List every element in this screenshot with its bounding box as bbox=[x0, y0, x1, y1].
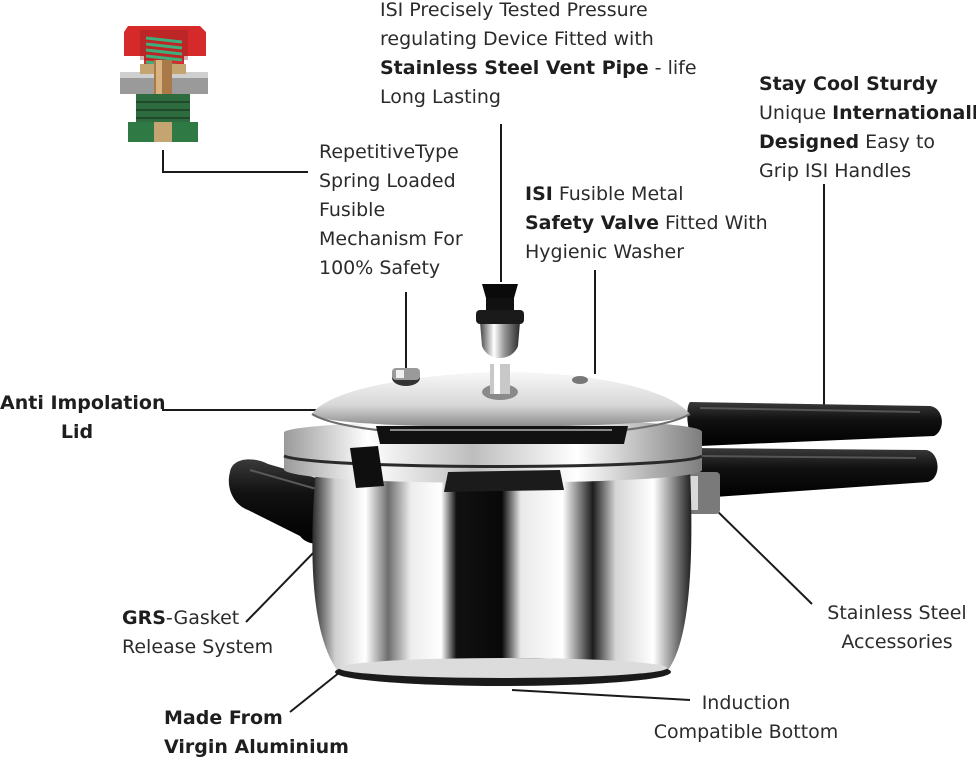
spring-line-2: Spring Loaded bbox=[319, 170, 456, 192]
accessories-line-2: Accessories bbox=[841, 631, 953, 653]
spring-line-3: Fusible bbox=[319, 199, 386, 221]
handles-line-3-rest: Easy to bbox=[859, 131, 936, 153]
pressure-device-line-3-bold: Stainless Steel Vent Pipe bbox=[380, 57, 649, 79]
safety-valve-line-1-bold: ISI bbox=[525, 183, 553, 205]
handles-line-2-pre: Unique bbox=[759, 102, 833, 124]
grs-line-1-rest: -Gasket bbox=[165, 607, 240, 629]
safety-valve-line-2-bold: Safety Valve bbox=[525, 212, 660, 234]
induction-line-1: Induction bbox=[701, 692, 791, 714]
handles-line-1-bold: Stay Cool Sturdy bbox=[759, 73, 938, 95]
pressure-device-line-4: Long Lasting bbox=[380, 86, 501, 108]
grs-line-1-bold: GRS bbox=[122, 607, 166, 629]
safety-valve-line-3: Hygienic Washer bbox=[525, 241, 685, 263]
spring-line-4: Mechanism For bbox=[319, 228, 463, 250]
accessories-line-1: Stainless Steel bbox=[827, 602, 967, 624]
safety-valve-line-1-rest: Fusible Metal bbox=[552, 183, 684, 205]
pressure-cooker-image bbox=[228, 284, 942, 686]
spring-line-1: RepetitiveType bbox=[319, 141, 459, 163]
grs-label: GRS-Gasket Release System bbox=[122, 604, 273, 662]
handles-line-4: Grip ISI Handles bbox=[759, 160, 912, 182]
spring-line-5: 100% Safety bbox=[319, 257, 441, 279]
lid-line-1: Anti Impolation bbox=[0, 392, 166, 414]
spring-mechanism-label: RepetitiveType Spring Loaded Fusible Mec… bbox=[319, 138, 463, 283]
handles-line-2-bold: Internationally bbox=[832, 102, 976, 124]
accessories-label: Stainless Steel Accessories bbox=[816, 599, 976, 657]
pressure-device-line-3-rest: - life bbox=[648, 57, 697, 79]
induction-line-2: Compatible Bottom bbox=[653, 721, 839, 743]
virgin-aluminium-label: Made From Virgin Aluminium bbox=[164, 704, 349, 762]
fusible-mechanism-cutaway-icon bbox=[120, 26, 208, 142]
grs-line-2: Release System bbox=[122, 636, 274, 658]
aluminium-line-2: Virgin Aluminium bbox=[164, 736, 349, 758]
safety-valve-line-2-rest: Fitted With bbox=[659, 212, 768, 234]
pressure-device-line-1: ISI Precisely Tested Pressure bbox=[380, 0, 648, 21]
aluminium-line-1: Made From bbox=[164, 707, 283, 729]
handles-label: Stay Cool Sturdy Unique Internationally … bbox=[759, 70, 976, 186]
anti-implosion-lid-label: Anti Impolation Lid bbox=[0, 389, 165, 447]
induction-bottom-label: Induction Compatible Bottom bbox=[646, 689, 846, 747]
pressure-device-line-2: regulating Device Fitted with bbox=[380, 28, 654, 50]
safety-valve-label: ISI Fusible Metal Safety Valve Fitted Wi… bbox=[525, 180, 768, 267]
lid-line-2: Lid bbox=[60, 421, 94, 443]
handles-line-3-bold: Designed bbox=[759, 131, 860, 153]
pressure-device-label: ISI Precisely Tested Pressure regulating… bbox=[380, 0, 697, 112]
